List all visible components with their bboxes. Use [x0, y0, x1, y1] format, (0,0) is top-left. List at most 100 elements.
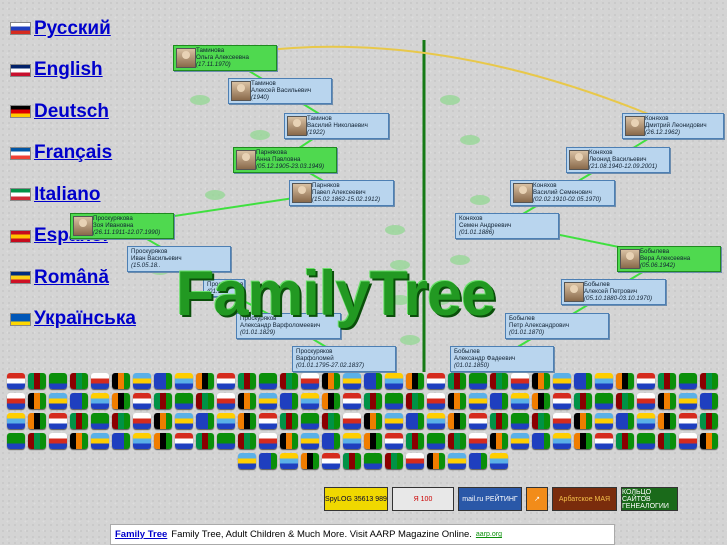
country-flag-icon[interactable]	[616, 433, 634, 449]
country-flag-icon[interactable]	[70, 413, 88, 429]
country-flag-icon[interactable]	[238, 373, 256, 389]
ad-link[interactable]: Family Tree	[115, 529, 168, 540]
country-flag-icon[interactable]	[7, 413, 25, 429]
country-flag-icon[interactable]	[238, 433, 256, 449]
country-flag-icon[interactable]	[658, 393, 676, 409]
country-flag-icon[interactable]	[469, 373, 487, 389]
country-flag-icon[interactable]	[322, 453, 340, 469]
country-flag-icon[interactable]	[154, 373, 172, 389]
country-flag-icon[interactable]	[385, 453, 403, 469]
country-flag-icon[interactable]	[70, 393, 88, 409]
country-flag-icon[interactable]	[616, 413, 634, 429]
country-flag-icon[interactable]	[7, 373, 25, 389]
country-flag-icon[interactable]	[217, 433, 235, 449]
country-flag-icon[interactable]	[427, 373, 445, 389]
country-flag-icon[interactable]	[364, 433, 382, 449]
country-flag-icon[interactable]	[49, 393, 67, 409]
country-flag-icon[interactable]	[511, 413, 529, 429]
country-flag-icon[interactable]	[70, 433, 88, 449]
country-flag-icon[interactable]	[385, 373, 403, 389]
country-flag-icon[interactable]	[28, 373, 46, 389]
country-flag-icon[interactable]	[427, 433, 445, 449]
country-flag-icon[interactable]	[196, 413, 214, 429]
country-flag-icon[interactable]	[490, 393, 508, 409]
country-flag-icon[interactable]	[70, 373, 88, 389]
language-link[interactable]: Română	[10, 257, 160, 299]
country-flag-icon[interactable]	[259, 373, 277, 389]
country-flag-icon[interactable]	[280, 413, 298, 429]
country-flag-icon[interactable]	[490, 413, 508, 429]
ad-url[interactable]: aarp.org	[475, 531, 502, 538]
country-flag-icon[interactable]	[238, 393, 256, 409]
country-flag-icon[interactable]	[700, 373, 718, 389]
country-flag-icon[interactable]	[490, 373, 508, 389]
country-flag-icon[interactable]	[595, 413, 613, 429]
country-flag-icon[interactable]	[532, 433, 550, 449]
country-flag-icon[interactable]	[7, 433, 25, 449]
country-flag-icon[interactable]	[406, 413, 424, 429]
country-flag-icon[interactable]	[322, 393, 340, 409]
country-flag-icon[interactable]	[112, 393, 130, 409]
country-flag-icon[interactable]	[154, 393, 172, 409]
counter-badge[interactable]: SpyLOG 35613 989	[324, 487, 388, 511]
country-flag-icon[interactable]	[280, 433, 298, 449]
counter-badge[interactable]: Я 100	[392, 487, 454, 511]
country-flag-icon[interactable]	[364, 453, 382, 469]
country-flag-icon[interactable]	[217, 393, 235, 409]
country-flag-icon[interactable]	[112, 433, 130, 449]
country-flag-icon[interactable]	[238, 413, 256, 429]
country-flag-icon[interactable]	[448, 453, 466, 469]
country-flag-icon[interactable]	[553, 413, 571, 429]
country-flag-icon[interactable]	[322, 373, 340, 389]
country-flag-icon[interactable]	[385, 413, 403, 429]
country-flag-icon[interactable]	[343, 453, 361, 469]
country-flag-icon[interactable]	[574, 433, 592, 449]
country-flag-icon[interactable]	[91, 413, 109, 429]
country-flag-icon[interactable]	[385, 393, 403, 409]
country-flag-icon[interactable]	[406, 393, 424, 409]
country-flag-icon[interactable]	[49, 433, 67, 449]
country-flag-icon[interactable]	[427, 413, 445, 429]
counter-badge[interactable]: Арбатское МАЯ	[552, 487, 617, 511]
language-link[interactable]: English	[10, 50, 160, 92]
country-flag-icon[interactable]	[196, 393, 214, 409]
country-flag-icon[interactable]	[553, 373, 571, 389]
country-flag-icon[interactable]	[49, 413, 67, 429]
country-flag-icon[interactable]	[574, 413, 592, 429]
country-flag-icon[interactable]	[49, 373, 67, 389]
country-flag-icon[interactable]	[427, 453, 445, 469]
country-flag-icon[interactable]	[175, 373, 193, 389]
country-flag-icon[interactable]	[490, 453, 508, 469]
country-flag-icon[interactable]	[448, 373, 466, 389]
country-flag-icon[interactable]	[343, 373, 361, 389]
country-flag-icon[interactable]	[364, 373, 382, 389]
country-flag-icon[interactable]	[196, 433, 214, 449]
country-flag-icon[interactable]	[574, 393, 592, 409]
language-link[interactable]: Français	[10, 133, 160, 175]
country-flag-icon[interactable]	[553, 433, 571, 449]
country-flag-icon[interactable]	[469, 393, 487, 409]
country-flag-icon[interactable]	[553, 393, 571, 409]
country-flag-icon[interactable]	[259, 413, 277, 429]
country-flag-icon[interactable]	[616, 393, 634, 409]
country-flag-icon[interactable]	[7, 393, 25, 409]
counter-badge[interactable]: ↗	[526, 487, 548, 511]
country-flag-icon[interactable]	[448, 433, 466, 449]
country-flag-icon[interactable]	[28, 413, 46, 429]
country-flag-icon[interactable]	[469, 453, 487, 469]
country-flag-icon[interactable]	[280, 453, 298, 469]
country-flag-icon[interactable]	[511, 373, 529, 389]
country-flag-icon[interactable]	[406, 433, 424, 449]
